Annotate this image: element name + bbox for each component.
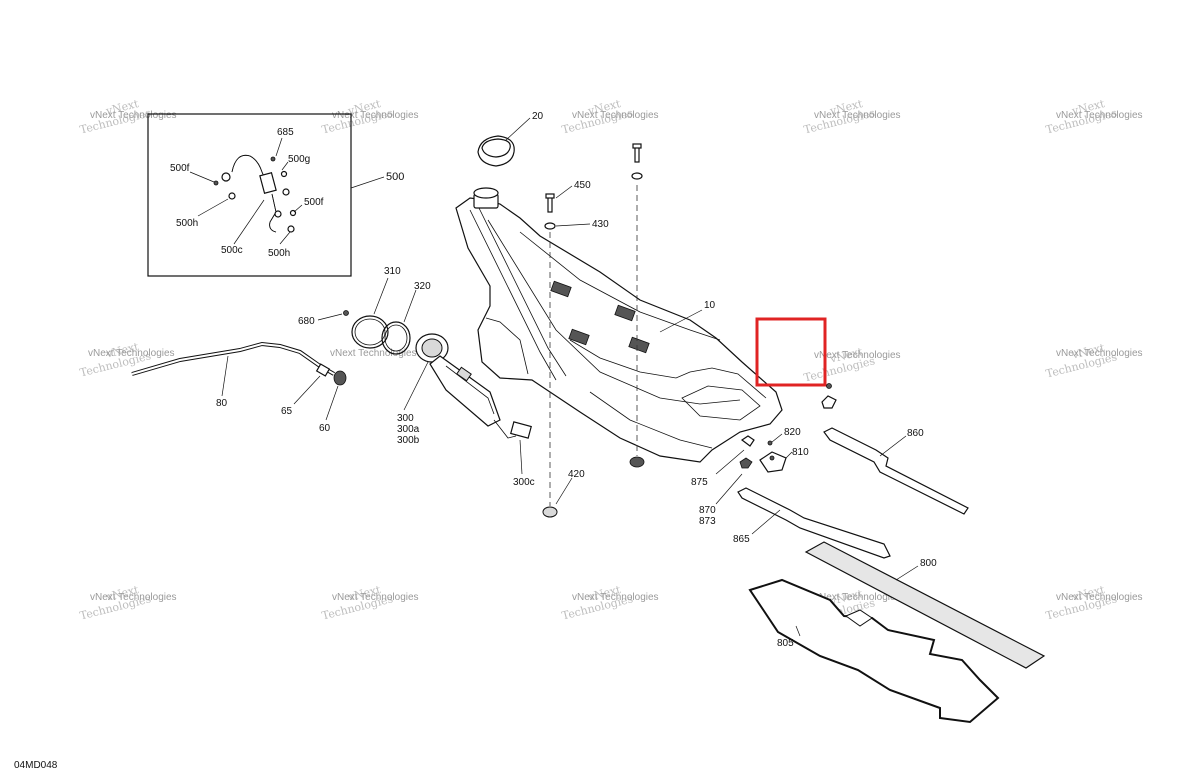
screw-680[interactable]: 680 xyxy=(298,310,349,328)
part-label-500[interactable]: 500 xyxy=(386,171,404,183)
fuel-tank-10[interactable]: 10 xyxy=(455,187,783,463)
grommet-420[interactable]: 420 xyxy=(542,469,585,518)
watermark-small: vNext Technologies xyxy=(814,592,901,603)
part-label-820[interactable]: 820 xyxy=(784,427,801,438)
nut-860-top[interactable] xyxy=(821,383,837,409)
part-label-800[interactable]: 800 xyxy=(920,558,937,569)
part-label-310[interactable]: 310 xyxy=(384,266,401,277)
part-label-870[interactable]: 870 xyxy=(699,505,716,516)
watermark-small: vNext Technologies xyxy=(88,348,175,359)
watermark-small: vNext Technologies xyxy=(1056,348,1143,359)
watermark-small: vNext Technologies xyxy=(90,110,177,121)
fuel-cap-20[interactable]: 20 xyxy=(477,111,544,167)
part-label-500g[interactable]: 500g xyxy=(288,154,310,165)
pump-filter-300c[interactable] xyxy=(510,421,532,439)
part-label-500f-a[interactable]: 500f xyxy=(170,163,190,174)
part-label-500h-a[interactable]: 500h xyxy=(176,218,198,229)
ring-310[interactable]: 310 xyxy=(351,266,401,349)
inset-filter[interactable] xyxy=(259,172,277,194)
washer-430[interactable]: 430 xyxy=(544,219,609,230)
bolt-450[interactable]: 450 xyxy=(545,180,591,213)
part-label-685[interactable]: 685 xyxy=(277,127,294,138)
pad-800[interactable]: 800 xyxy=(804,541,1046,669)
fuel-pump-300[interactable]: 300 300a 300b 300c xyxy=(397,333,535,488)
part-label-500h-b[interactable]: 500h xyxy=(268,248,290,259)
watermark-small: vNext Technologies xyxy=(1056,110,1143,121)
part-label-500c[interactable]: 500c xyxy=(221,245,243,256)
clamp-65[interactable]: 65 xyxy=(281,363,331,417)
fitting-60[interactable]: 60 xyxy=(319,370,347,434)
part-label-60[interactable]: 60 xyxy=(319,423,331,434)
part-label-680[interactable]: 680 xyxy=(298,316,315,327)
part-label-320[interactable]: 320 xyxy=(414,281,431,292)
grommet-lower[interactable] xyxy=(629,456,645,468)
inset-frame xyxy=(147,113,352,277)
inset-clamp[interactable] xyxy=(221,172,231,182)
gasket-805[interactable]: 805 xyxy=(748,578,1000,724)
watermark-small: vNext Technologies xyxy=(90,592,177,603)
watermark-small: vNext Technologies xyxy=(1056,592,1143,603)
part-label-10[interactable]: 10 xyxy=(704,300,716,311)
part-label-865[interactable]: 865 xyxy=(733,534,750,545)
watermark: vNext Technologies xyxy=(802,345,876,385)
inset-500: 500 685 500g 500f 500f 500h 500c 500h xyxy=(147,113,404,277)
part-label-430[interactable]: 430 xyxy=(592,219,609,230)
watermark: vNext Technologies xyxy=(1044,341,1118,381)
watermark-small: vNext Technologies xyxy=(330,348,417,359)
watermark-small: vNext Technologies xyxy=(572,110,659,121)
part-label-805[interactable]: 805 xyxy=(777,638,794,649)
watermark-small: vNext Technologies xyxy=(332,592,419,603)
part-label-810[interactable]: 810 xyxy=(792,447,809,458)
part-label-20[interactable]: 20 xyxy=(532,111,544,122)
watermark-small: vNext Technologies xyxy=(814,110,901,121)
part-label-875[interactable]: 875 xyxy=(691,477,708,488)
strap-860[interactable]: 860 xyxy=(823,427,969,515)
diagram-code: 04MD048 xyxy=(14,760,58,771)
part-label-500f-b[interactable]: 500f xyxy=(304,197,324,208)
bracket-810[interactable]: 810 xyxy=(759,447,809,473)
part-label-300[interactable]: 300 xyxy=(397,413,414,424)
watermark-small: vNext Technologies xyxy=(572,592,659,603)
watermark-small: vNext Technologies xyxy=(332,110,419,121)
strap-865[interactable]: 865 xyxy=(733,487,891,559)
part-label-300a[interactable]: 300a xyxy=(397,424,420,435)
highlight-box xyxy=(755,317,827,387)
part-label-873[interactable]: 873 xyxy=(699,516,716,527)
part-label-300b[interactable]: 300b xyxy=(397,435,420,446)
hose-80[interactable]: 80 xyxy=(131,341,335,409)
part-label-420[interactable]: 420 xyxy=(568,469,585,480)
screw-820[interactable]: 820 xyxy=(767,427,801,446)
part-label-450[interactable]: 450 xyxy=(574,180,591,191)
part-label-300c[interactable]: 300c xyxy=(513,477,535,488)
part-label-65[interactable]: 65 xyxy=(281,406,293,417)
part-label-80[interactable]: 80 xyxy=(216,398,228,409)
nut-875[interactable]: 875 xyxy=(691,435,755,488)
ring-320[interactable]: 320 xyxy=(381,281,431,355)
part-label-860[interactable]: 860 xyxy=(907,428,924,439)
watermark-small: vNext Technologies xyxy=(814,350,901,361)
bolt-top[interactable] xyxy=(631,143,643,180)
